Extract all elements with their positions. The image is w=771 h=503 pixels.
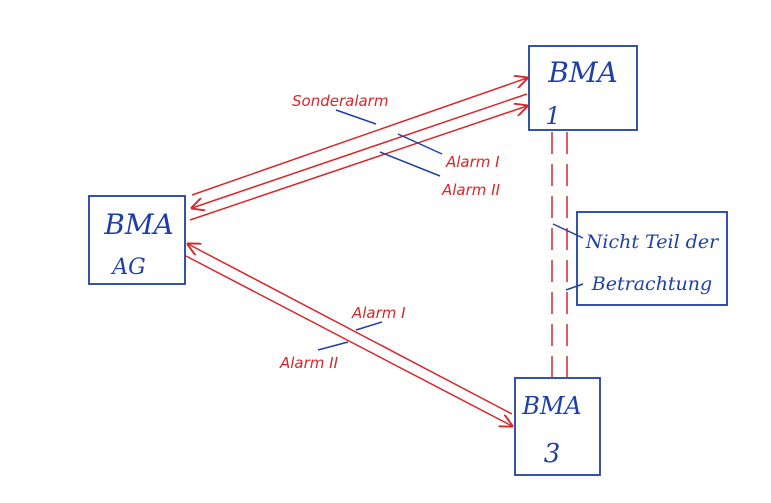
node-bma-3: BMA 3 [514, 377, 601, 476]
note-line2: Betrachtung [591, 273, 712, 295]
note-leader-bottom [565, 283, 584, 291]
label-alarm2-top: Alarm II [441, 181, 501, 199]
node-bma-1: BMA 1 [528, 45, 638, 131]
note-line1: Nicht Teil der [585, 231, 720, 253]
node-bma-ag-box [88, 195, 186, 285]
signal-alarm1-top [192, 93, 528, 208]
signal-alarm2-top [189, 106, 527, 221]
label-alarm1-bottom: Alarm I [351, 304, 406, 322]
signal-alarm2-bottom [185, 255, 512, 426]
note-nicht-teil: Nicht Teil der Betrachtung [576, 211, 728, 306]
note-leader-top [552, 223, 584, 239]
node-bma-ag-line2: AG [110, 255, 145, 280]
leader-alarm2-bottom [317, 341, 349, 351]
signal-alarm1-bottom [188, 244, 513, 415]
note-box [576, 211, 728, 306]
node-bma-3-line2: 3 [544, 439, 561, 469]
signal-sonderalarm [191, 78, 527, 196]
node-bma-3-line1: BMA [521, 392, 582, 420]
node-bma-1-line1: BMA [547, 56, 617, 89]
leader-alarm1-bottom [355, 321, 383, 331]
leader-alarm2-top [379, 151, 441, 177]
leader-alarm1-top [397, 133, 443, 155]
node-bma-ag: BMA AG [88, 195, 186, 285]
leader-sonderalarm [335, 109, 377, 125]
label-alarm2-bottom: Alarm II [279, 354, 339, 372]
node-bma-ag-line1: BMA [103, 208, 173, 241]
label-sonderalarm: Sonderalarm [292, 92, 388, 110]
label-alarm1-top: Alarm I [445, 153, 500, 171]
node-bma-1-line2: 1 [545, 102, 560, 130]
